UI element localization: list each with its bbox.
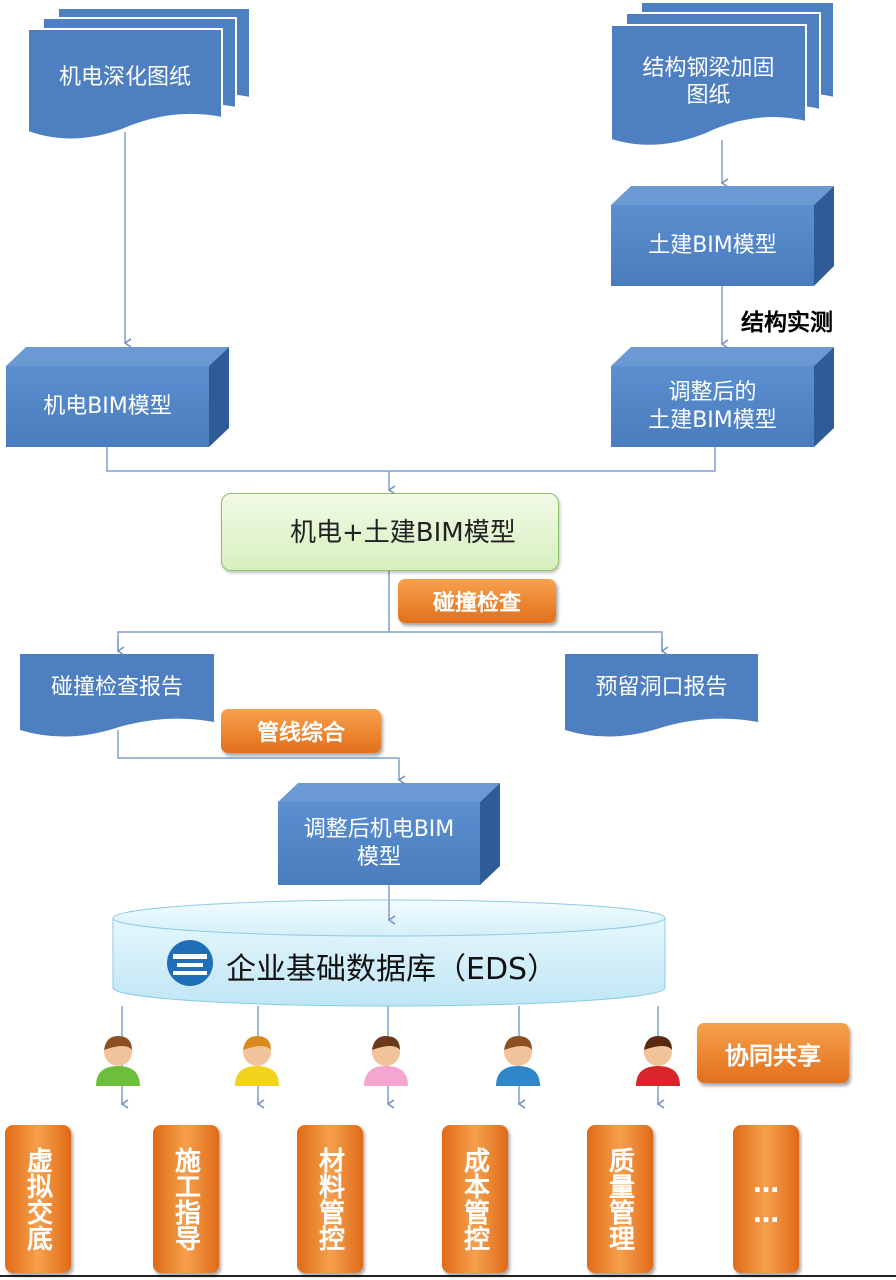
database-label: 企业基础数据库（EDS） [226, 952, 558, 987]
combined-model-label: 机电+土建BIM模型 [290, 518, 516, 548]
opening-report-doc [565, 654, 758, 737]
adjusted-mep-line1: 调整后机电BIM [303, 817, 455, 842]
app-more: …… [733, 1125, 799, 1273]
adjusted-mep-line2: 模型 [356, 844, 401, 870]
clash-check-tag: 碰撞检查 [398, 579, 556, 623]
adjusted-civil-line1: 调整后的 [668, 380, 757, 405]
app-quality-management: 质量管理 [587, 1125, 653, 1273]
app-cost-control: 成本管控 [442, 1125, 508, 1273]
person-icon [96, 1036, 140, 1086]
opening-report-label: 预留洞口报告 [595, 675, 728, 701]
person-icon [496, 1036, 540, 1086]
steel-drawings-line1: 结构钢梁加固 [642, 55, 775, 81]
combined-model-box [221, 493, 559, 571]
app-material-control: 材料管控 [297, 1125, 363, 1273]
civil-model-box [611, 186, 834, 286]
steel-drawings-doc [610, 1, 835, 147]
steel-drawings-label: 结构钢梁加固 图纸 [611, 50, 806, 114]
connectors [106, 132, 729, 1109]
person-icon [364, 1036, 408, 1086]
clash-report-label: 碰撞检查报告 [50, 675, 183, 701]
person-icon [235, 1036, 279, 1086]
civil-model-label: 土建BIM模型 [648, 232, 777, 258]
app-construction-guidance: 施工指导 [153, 1125, 219, 1273]
adjusted-mep-model-label: 调整后机电BIM 模型 [278, 802, 480, 885]
person-icon [636, 1036, 680, 1086]
mep-drawings-label: 机电深化图纸 [58, 65, 191, 91]
mep-drawings-doc [27, 7, 251, 141]
mep-model-box [6, 347, 229, 447]
adjusted-civil-model-box [611, 347, 834, 447]
pipeline-integration-tag: 管线综合 [221, 709, 381, 753]
adjusted-mep-model-box [278, 783, 500, 885]
clash-report-doc [20, 654, 214, 737]
adjusted-civil-line2: 土建BIM模型 [648, 407, 777, 433]
app-virtual-briefing: 虚拟交底 [5, 1125, 71, 1273]
adjusted-civil-model-label: 调整后的 土建BIM模型 [611, 366, 814, 447]
steel-drawings-line2: 图纸 [686, 83, 731, 108]
collaborative-sharing-tag: 协同共享 [697, 1023, 849, 1083]
survey-note: 结构实测 [741, 310, 833, 336]
database-logo-icon [167, 940, 213, 986]
mep-model-label: 机电BIM模型 [43, 393, 172, 419]
